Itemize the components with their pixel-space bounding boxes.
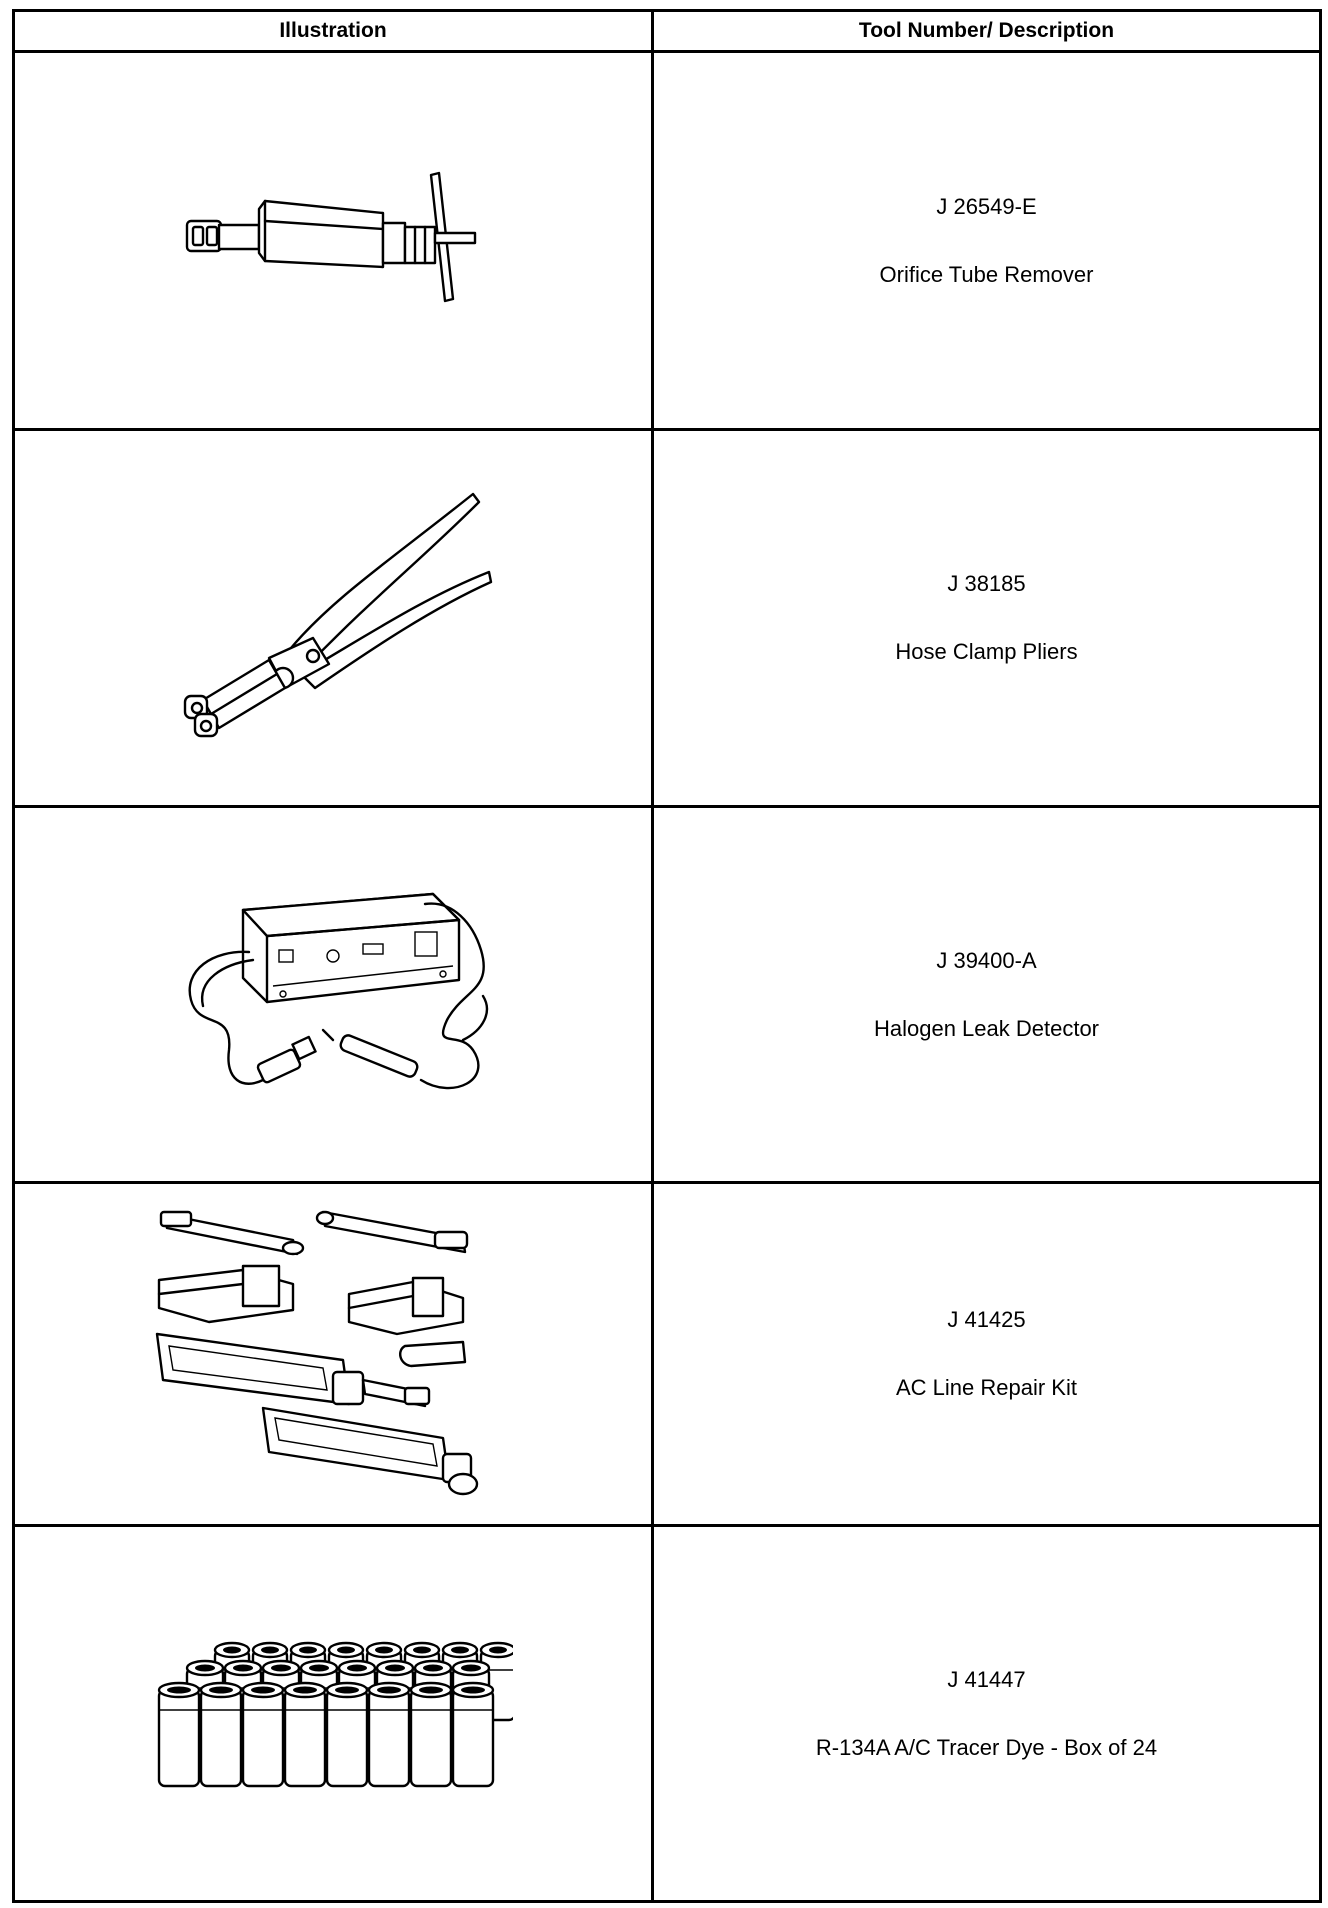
tool-table: Illustration Tool Number/ Description [12,9,1322,1903]
table-row: J 38185 Hose Clamp Pliers [12,428,1322,808]
description-cell: J 41447 R-134A A/C Tracer Dye - Box of 2… [651,1524,1322,1903]
illustration-cell [12,1524,654,1903]
table-header-row: Illustration Tool Number/ Description [12,9,1322,53]
table-row: J 39400-A Halogen Leak Detector [12,805,1322,1184]
header-illustration: Illustration [12,9,654,53]
halogen-leak-detector-icon [188,892,489,1089]
tool-description: AC Line Repair Kit [896,1375,1077,1400]
tool-number: J 41447 [947,1666,1026,1692]
orifice-tube-remover-icon [185,171,477,302]
ac-line-repair-kit-icon [155,1210,479,1496]
header-tool-description: Tool Number/ Description [651,9,1322,53]
tracer-dye-box-icon [157,1641,513,1787]
illustration-cell [12,1181,654,1527]
tool-number: J 39400-A [936,947,1037,973]
tool-number: J 38185 [947,571,1026,596]
tool-table-page: Illustration Tool Number/ Description [12,9,1322,1903]
tool-description: Orifice Tube Remover [879,261,1094,287]
hose-clamp-pliers-icon [183,492,493,738]
tool-description: Hose Clamp Pliers [895,639,1078,664]
tool-description: Halogen Leak Detector [873,1015,1100,1041]
tool-number: J 26549-E [936,193,1037,219]
description-cell: J 26549-E Orifice Tube Remover [651,50,1322,431]
description-cell: J 41425 AC Line Repair Kit [651,1181,1322,1527]
table-row: J 41425 AC Line Repair Kit [12,1181,1322,1527]
illustration-cell [12,805,654,1184]
tool-description: R-134A A/C Tracer Dye - Box of 24 [815,1734,1158,1760]
illustration-cell [12,428,654,808]
illustration-cell [12,50,654,431]
table-row: J 26549-E Orifice Tube Remover [12,50,1322,431]
table-row: J 41447 R-134A A/C Tracer Dye - Box of 2… [12,1524,1322,1903]
description-cell: J 39400-A Halogen Leak Detector [651,805,1322,1184]
tool-number: J 41425 [947,1307,1026,1332]
description-cell: J 38185 Hose Clamp Pliers [651,428,1322,808]
